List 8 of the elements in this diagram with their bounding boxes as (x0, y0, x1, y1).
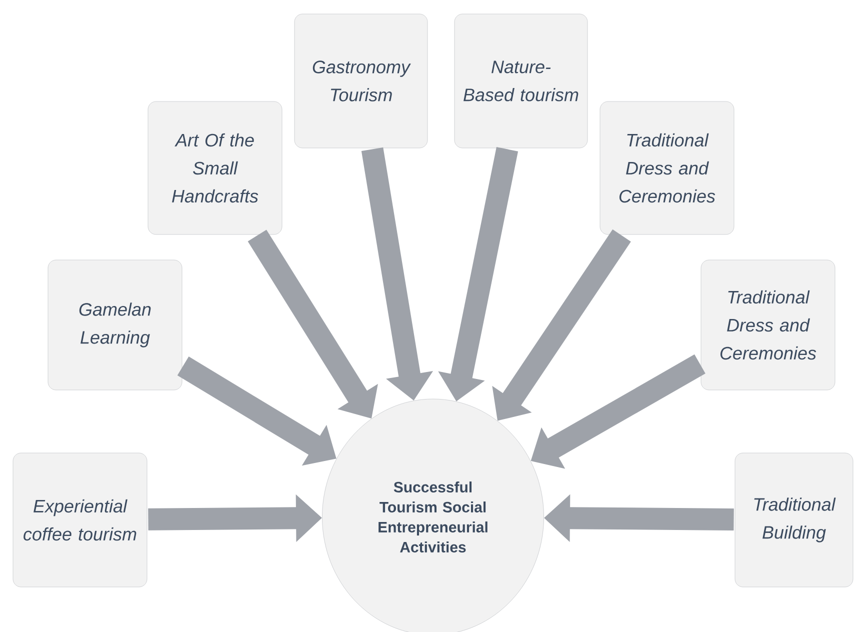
topic-box: Traditional Dress and Ceremonies (600, 101, 734, 235)
topic-box: Traditional Building (734, 452, 854, 588)
topic-box: Gastronomy Tourism (294, 14, 428, 148)
topic-box: Nature- Based tourism (454, 14, 588, 148)
topic-box: Experiential coffee tourism (12, 452, 148, 588)
topic-box: Gamelan Learning (48, 260, 182, 390)
topic-box: Traditional Dress and Ceremonies (700, 260, 836, 390)
topic-box: Art Of the Small Handcrafts (148, 101, 282, 235)
